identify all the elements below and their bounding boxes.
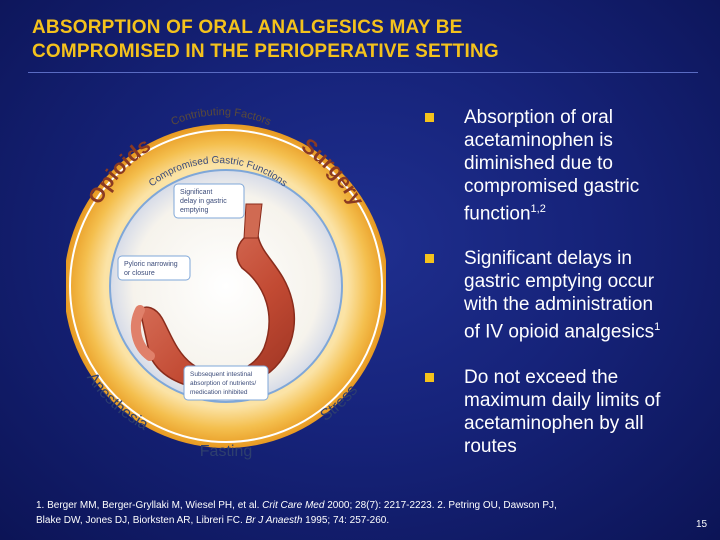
bullet-line: acetaminophen is [464, 130, 613, 151]
bullet-item: Significant delays in gastric emptying o… [423, 247, 718, 343]
reference-line-1: 1. Berger MM, Berger-Gryllaki M, Wiesel … [36, 498, 676, 513]
citation-superscript: 1 [654, 321, 661, 334]
bullet-square-icon [425, 372, 434, 382]
bullet-line: gastric emptying occur [464, 271, 655, 293]
bullet-item: Absorption of oral acetaminophen is dimi… [423, 106, 718, 225]
title-line-2: COMPROMISED IN THE PERIOPERATIVE SETTING [32, 41, 499, 62]
ref-text: 1995; 74: 257-260. [302, 515, 390, 526]
ref-text: Blake DW, Jones DJ, Biorksten AR, Librer… [36, 515, 246, 526]
svg-text:Pyloric narrowing: Pyloric narrowing [124, 261, 178, 268]
ref-journal: Br J Anaesth [245, 515, 303, 526]
bullet-line-end: function [464, 203, 531, 225]
callout-absorption: Subsequent intestinal absorption of nutr… [183, 365, 269, 401]
bullet-line: acetaminophen by all [464, 412, 644, 434]
bullet-line: maximum daily limits of [464, 389, 661, 411]
bullet-line: of IV opioid analgesics1 [464, 316, 718, 343]
bullet-line: routes [464, 435, 517, 457]
svg-text:absorption of nutrients/: absorption of nutrients/ [190, 380, 256, 387]
stomach-illustration [130, 203, 296, 391]
bullet-line: compromised gastric [464, 176, 640, 197]
bullet-item: Do not exceed the maximum daily limits o… [423, 366, 718, 458]
callout-pyloric: Pyloric narrowing or closure [117, 255, 191, 281]
factors-diagram: Contributing Factors Opioids Surgery Ane… [64, 106, 388, 460]
factor-fasting: Fasting [200, 443, 252, 460]
slide-title: ABSORPTION OF ORAL ANALGESICS MAY BE COM… [32, 16, 692, 64]
bullet-line: function1,2 [464, 198, 718, 225]
svg-text:delay in gastric: delay in gastric [180, 198, 227, 205]
ref-text: 1. Berger MM, Berger-Gryllaki M, Wiesel … [36, 500, 263, 511]
bullet-line: Absorption of oral [464, 107, 613, 128]
svg-text:emptying: emptying [180, 207, 209, 214]
bullet-square-icon [425, 254, 434, 264]
title-line-1: ABSORPTION OF ORAL ANALGESICS MAY BE [32, 17, 463, 38]
ring-border [69, 129, 383, 443]
ref-journal: Crit Care Med [262, 500, 325, 511]
svg-text:or closure: or closure [124, 270, 155, 277]
citation-superscript: 1,2 [530, 203, 546, 215]
bullet-line-end: of IV opioid analgesics [464, 321, 655, 343]
page-number: 15 [696, 519, 708, 530]
svg-text:Subsequent intestinal: Subsequent intestinal [190, 371, 253, 378]
contributing-factors-figure: Contributing Factors Opioids Surgery Ane… [64, 96, 388, 480]
bullet-line: Do not exceed the [464, 366, 619, 388]
svg-text:Significant: Significant [180, 189, 212, 196]
bullet-line: with the administration [464, 294, 654, 316]
callout-delay: Significant delay in gastric emptying [173, 183, 245, 219]
bullet-square-icon [425, 113, 434, 122]
ref-text: 2000; 28(7): 2217-2223. 2. Petring OU, D… [324, 500, 557, 511]
bullet-line: diminished due to [464, 153, 613, 174]
reference-line-2: Blake DW, Jones DJ, Biorksten AR, Librer… [36, 513, 676, 528]
bullet-list: Absorption of oral acetaminophen is dimi… [423, 106, 718, 480]
references: 1. Berger MM, Berger-Gryllaki M, Wiesel … [36, 498, 676, 528]
title-divider [28, 72, 698, 73]
bullet-line: Significant delays in [464, 248, 632, 270]
svg-text:medication inhibited: medication inhibited [190, 389, 248, 396]
